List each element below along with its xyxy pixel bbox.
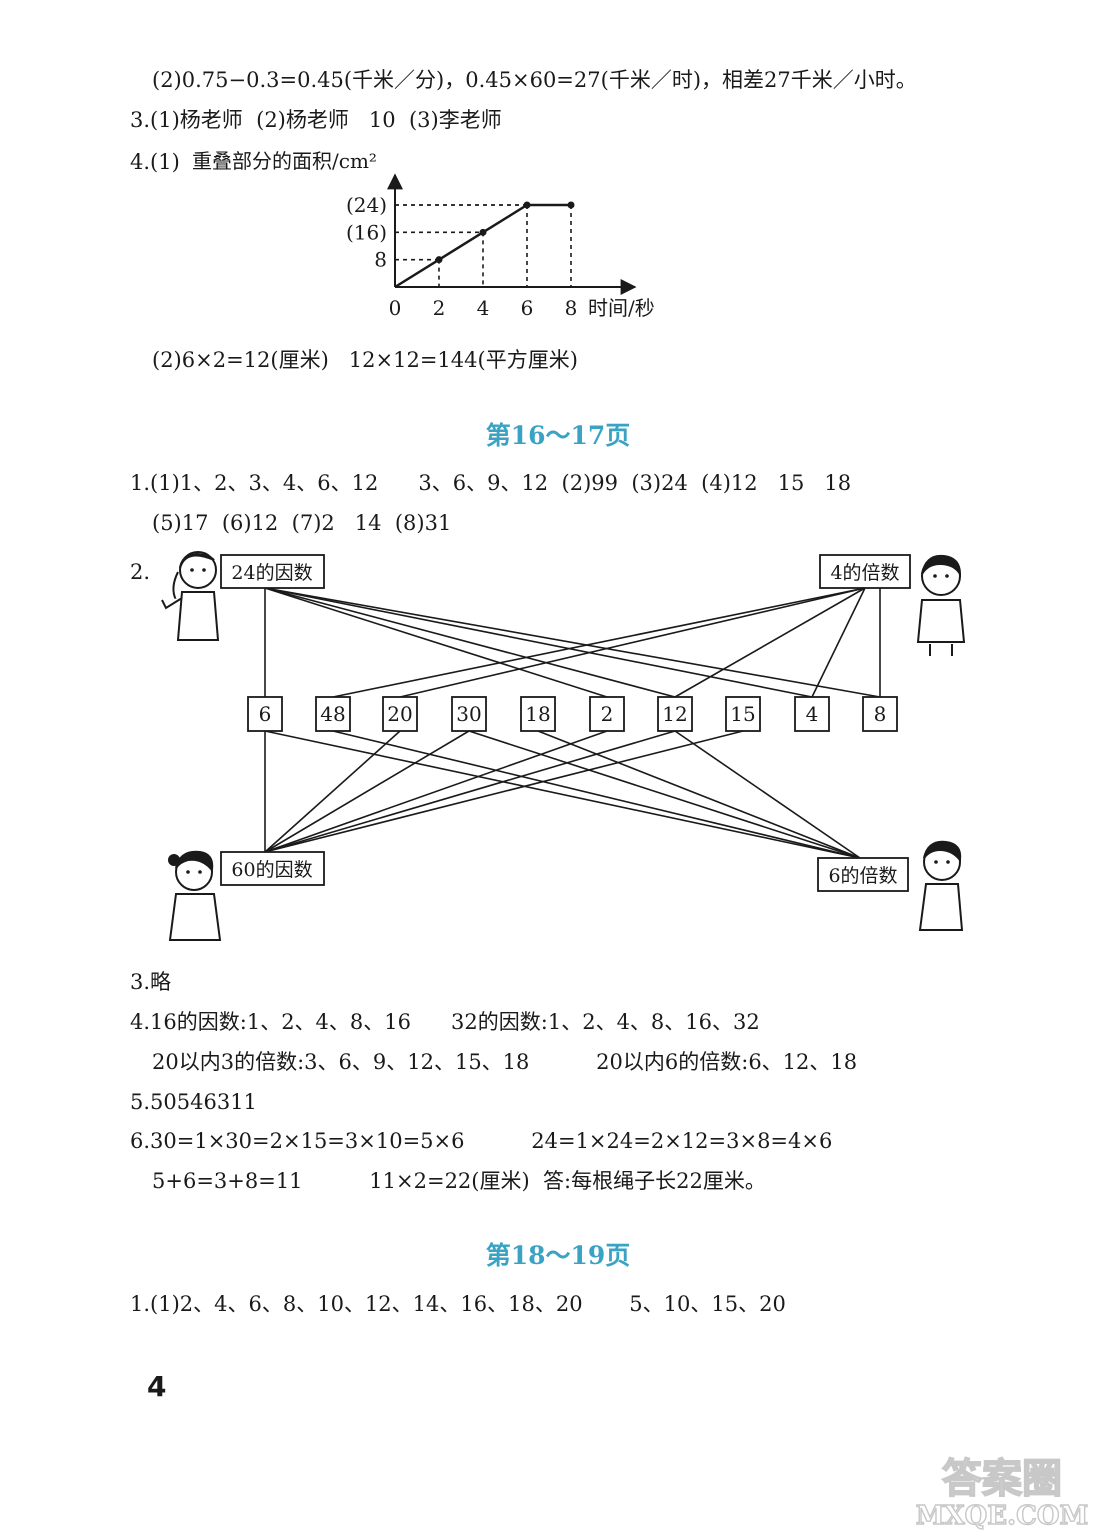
svg-text:60的因数: 60的因数 [231,859,312,881]
svg-text:15: 15 [730,702,755,726]
guide-lines [395,204,572,287]
y-tick-label: (24) [346,193,387,217]
number-box: 18 [520,696,556,732]
number-box: 6 [247,696,283,732]
data-point [523,201,531,209]
x-tick-label: 4 [477,296,490,320]
y-tick-label: (16) [346,220,387,244]
watermark-logo: 答案圈 MXQE.COM [915,1454,1089,1530]
girl-illustration-top-left [161,551,220,641]
label-box-60-factors: 60的因数 [220,851,325,886]
chart-xlabel: 时间/秒 [588,296,655,320]
number-box: 12 [657,696,693,732]
number-box: 2 [589,696,625,732]
svg-text:48: 48 [320,702,345,726]
svg-text:4: 4 [806,702,819,726]
answer-line-4-1: 4.(1) [130,150,180,174]
number-box: 4 [794,696,830,732]
svg-text:2: 2 [601,702,614,726]
svg-text:8: 8 [874,702,887,726]
section-heading-16-17: 第16～17页 [485,421,631,450]
page-number: 4 [147,1370,167,1403]
answer-line-4-b: 20以内3的倍数:3、6、9、12、15、18 20以内6的倍数:6、12、18 [152,1050,858,1074]
label-box-24-factors: 24的因数 [220,554,325,589]
number-box: 20 [382,696,418,732]
girl-illustration-bottom-left [168,850,222,941]
y-tick-label: 8 [374,248,387,272]
data-point [567,201,575,209]
y-tick-labels: 8 (16) (24) [346,193,387,272]
number-box: 8 [862,696,898,732]
answer-line-1-b: (5)17 (6)12 (7)2 14 (8)31 [152,511,452,535]
label-box-6-multiples: 6的倍数 [817,857,909,892]
x-tick-labels: 0 2 4 6 8 [389,296,578,320]
svg-text:4的倍数: 4的倍数 [830,562,899,584]
svg-text:30: 30 [456,702,481,726]
svg-text:6: 6 [259,702,272,726]
answer-line-3: 3.(1)杨老师 (2)杨老师 10 (3)李老师 [130,108,502,132]
number-box: 15 [725,696,761,732]
svg-text:24的因数: 24的因数 [231,562,312,584]
svg-text:MXQE.COM: MXQE.COM [916,1501,1089,1530]
svg-text:答案圈: 答案圈 [942,1455,1062,1502]
answer-line-4-a: 4.16的因数:1、2、4、8、16 32的因数:1、2、4、8、16、32 [130,1010,760,1034]
data-point [435,256,443,264]
x-tick-label: 8 [565,296,578,320]
area-time-chart: 重叠部分的面积/cm² 0 2 4 6 8 8 (16) (24) 时间/秒 [192,149,655,320]
answer-line-s3-1: 1.(1)2、4、6、8、10、12、14、16、18、20 5、10、15、2… [130,1292,786,1316]
answer-line-2-label: 2. [130,560,151,584]
matching-diagram: 24的因数 4的倍数 60的因数 6的倍数 6 48 20 30 18 2 12 [220,554,911,892]
svg-text:20: 20 [387,702,412,726]
chart-ylabel: 重叠部分的面积/cm² [192,149,377,173]
answer-line-4-2: (2)6×2=12(厘米) 12×12=144(平方厘米) [152,348,578,372]
number-box: 48 [315,696,351,732]
boy-illustration-bottom-right [918,840,964,931]
svg-text:18: 18 [525,702,550,726]
boy-illustration-top-right [916,554,966,656]
section-heading-18-19: 第18～19页 [485,1241,631,1270]
number-box: 30 [451,696,487,732]
x-tick-label: 6 [521,296,534,320]
label-box-4-multiples: 4的倍数 [819,554,911,589]
answer-line-6-a: 6.30=1×30=2×15=3×10=5×6 24=1×24=2×12=3×8… [130,1129,833,1153]
data-point [479,228,487,236]
x-tick-label: 0 [389,296,402,320]
answer-line-3-b: 3.略 [130,970,172,994]
svg-text:12: 12 [662,702,687,726]
answer-line-5: 5.50546311 [130,1090,257,1114]
x-tick-label: 2 [433,296,446,320]
data-points [435,201,575,264]
answer-line-6-b: 5+6=3+8=11 11×2=22(厘米) 答:每根绳子长22厘米。 [152,1169,766,1193]
svg-text:6的倍数: 6的倍数 [828,865,897,887]
answer-line-1-a: 1.(1)1、2、3、4、6、12 3、6、9、12 (2)99 (3)24 (… [130,471,852,495]
answer-line-2-2: (2)0.75−0.3=0.45(千米／分)，0.45×60=27(千米／时)，… [152,68,917,92]
